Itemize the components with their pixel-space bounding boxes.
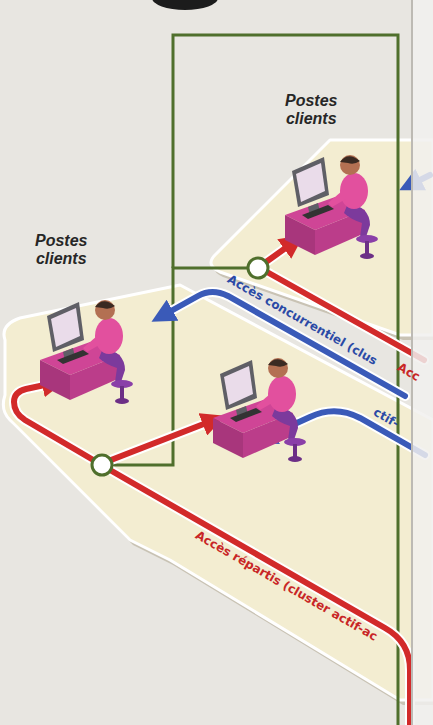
node-heading: Postes clients <box>35 232 87 268</box>
node-heading: Postes clients <box>285 92 337 128</box>
